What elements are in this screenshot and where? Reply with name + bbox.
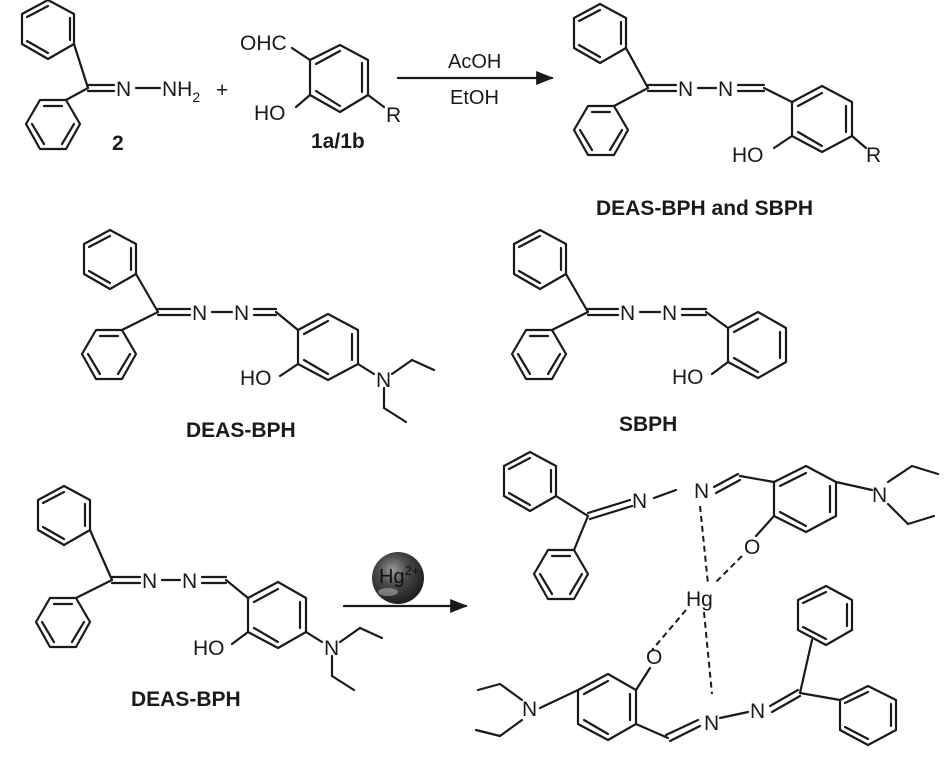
product-r-group-text: R [866,144,881,167]
plus-sign: + [216,79,228,102]
probe-deas-bph-label: DEAS-BPH [131,688,241,711]
complex-n2-atom: N [694,480,709,503]
coord-bond-n-lower [703,611,713,695]
product-label: DEAS-BPH and SBPH [596,197,813,220]
sbph-label: SBPH [619,413,677,436]
deas-n1-atom: N [192,302,207,325]
probe-amine-n-atom: N [324,637,339,660]
condition-acoh: AcOH [448,51,501,73]
r-group-text: R [386,104,401,127]
deas-bph-probe-structure [34,484,384,692]
deas-amine-n-atom: N [376,369,391,392]
probe-n2-atom: N [182,570,197,593]
benzophenone-hydrazone-structure [20,0,162,151]
hg-complex-structure [502,450,940,601]
aldehyde-group-text: OHC [240,32,287,55]
deas-n2-atom: N [234,302,249,325]
product-n2-atom: N [718,78,733,101]
sbph-n2-atom: N [662,302,677,325]
probe-hydroxyl-text: HO [193,637,225,660]
reactant-1a1b-label: 1a/1b [311,130,365,153]
deas-bph-label: DEAS-BPH [186,419,296,442]
complex-n4-atom: N [750,700,765,723]
complex-amine-n1-atom: N [872,484,887,507]
coord-bond-n-upper [699,505,709,585]
product-n1-atom: N [678,78,693,101]
product-hydroxyl-text: HO [732,144,764,167]
hg-complex-lower-ligand [474,584,898,747]
deas-hydroxyl-text: HO [240,367,272,390]
complex-n1-atom: N [632,490,647,513]
sbph-hydroxyl-text: HO [672,366,704,389]
probe-n1-atom: N [142,570,157,593]
salicylaldehyde-structure [290,43,386,114]
sbph-n1-atom: N [620,302,635,325]
reactant-2-label: 2 [112,132,124,155]
deas-bph-structure [80,228,436,424]
complex-amine-n2-atom: N [522,698,537,721]
mercury-atom: Hg [686,588,713,611]
hg-ion-label: Hg2+ [379,563,419,588]
complex-o2-atom: O [646,646,662,669]
amine-n-atom: NH2 [162,78,200,105]
coord-bond-o-upper [713,555,743,585]
condition-etoh: EtOH [450,87,499,109]
sphere-highlight [378,588,398,596]
hydroxyl-text: HO [254,102,286,125]
sbph-structure [510,228,788,381]
coord-bond-o-lower [651,609,687,651]
complex-n3-atom: N [704,712,719,735]
complex-o1-atom: O [744,536,760,559]
product-generic-structure [572,2,868,157]
imine-n-atom: N [116,78,131,101]
